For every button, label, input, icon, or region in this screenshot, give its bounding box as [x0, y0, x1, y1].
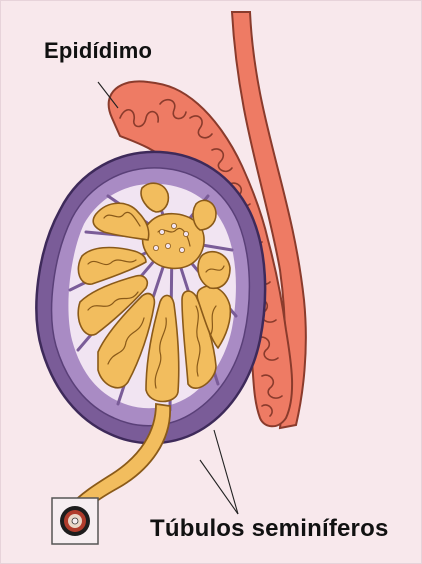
- label-epididymis: Epidídimo: [44, 38, 152, 64]
- label-seminiferous-tubules: Túbulos seminíferos: [150, 515, 389, 543]
- vas-deferens-cross-section-icon: [52, 498, 98, 544]
